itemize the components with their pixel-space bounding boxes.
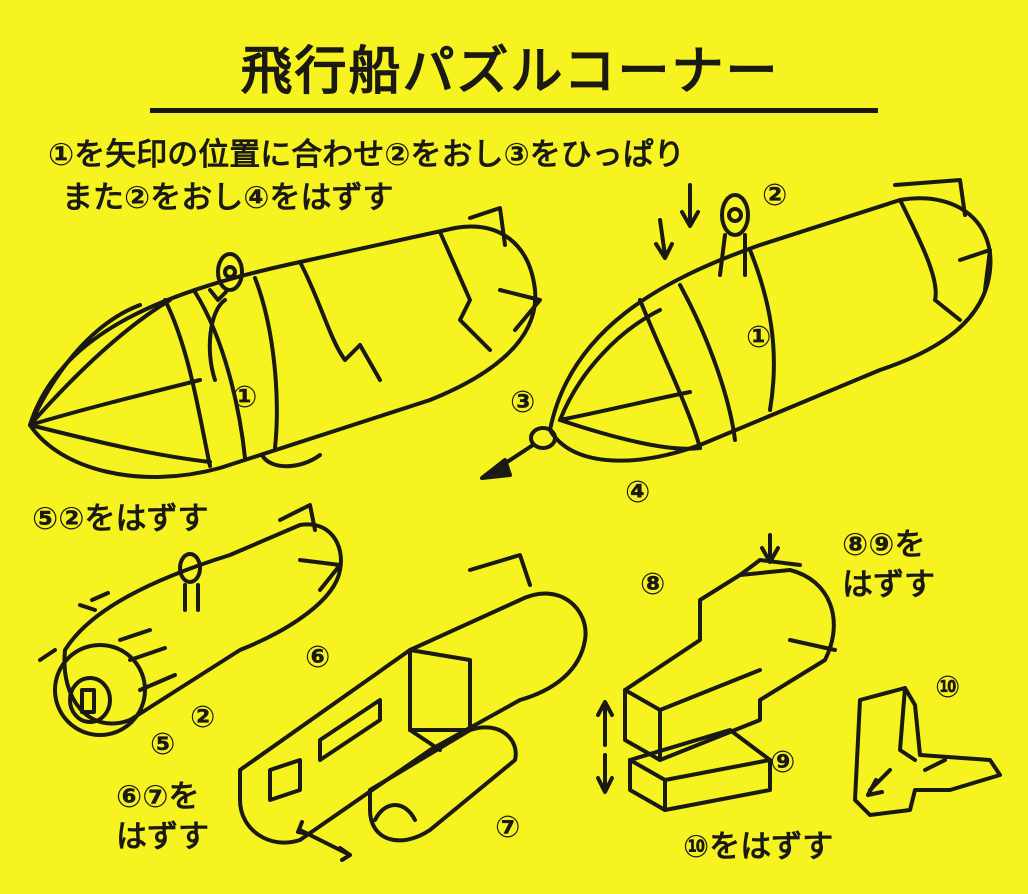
pieces-6-7-illustration bbox=[238, 553, 588, 862]
step-6-7-label-line-1: ⑥⑦を bbox=[116, 779, 200, 815]
part-3-callout: ③ bbox=[510, 385, 536, 420]
step-10-label: ⑩をはずす bbox=[683, 829, 834, 865]
part-1-callout-a: ① bbox=[232, 380, 258, 415]
part-7-callout: ⑦ bbox=[495, 810, 521, 845]
part-5-callout: ⑤ bbox=[150, 727, 176, 762]
title-underline bbox=[150, 108, 878, 113]
step-8-9-label-line-2: はずす bbox=[842, 567, 935, 603]
part-2-callout-a: ② bbox=[762, 178, 788, 213]
airship-illustration-1 bbox=[28, 206, 542, 479]
part-4-callout: ④ bbox=[625, 475, 651, 510]
part-6-callout: ⑥ bbox=[305, 640, 331, 675]
piece-10-illustration bbox=[853, 686, 1002, 817]
instruction-line-1: ①を矢印の位置に合わせ②をおし③をひっぱり bbox=[48, 137, 685, 173]
part-2-callout-b: ② bbox=[190, 700, 216, 735]
airship-illustration-3 bbox=[38, 503, 343, 737]
step-5-label: ⑤②をはずす bbox=[32, 501, 209, 537]
step-6-7-label-line-2: はずす bbox=[116, 819, 209, 855]
instruction-line-2: また②をおし④をはずす bbox=[62, 180, 394, 216]
part-1-callout-b: ① bbox=[746, 320, 772, 355]
part-9-callout: ⑨ bbox=[770, 745, 796, 780]
part-8-callout: ⑧ bbox=[640, 567, 666, 602]
page-title: 飛行船パズルコーナー bbox=[240, 42, 780, 102]
part-10-callout: ⑩ bbox=[935, 670, 961, 705]
step-8-9-label-line-1: ⑧⑨を bbox=[842, 527, 926, 563]
pieces-8-9-illustration bbox=[596, 533, 837, 812]
airship-illustration-2 bbox=[480, 178, 993, 480]
